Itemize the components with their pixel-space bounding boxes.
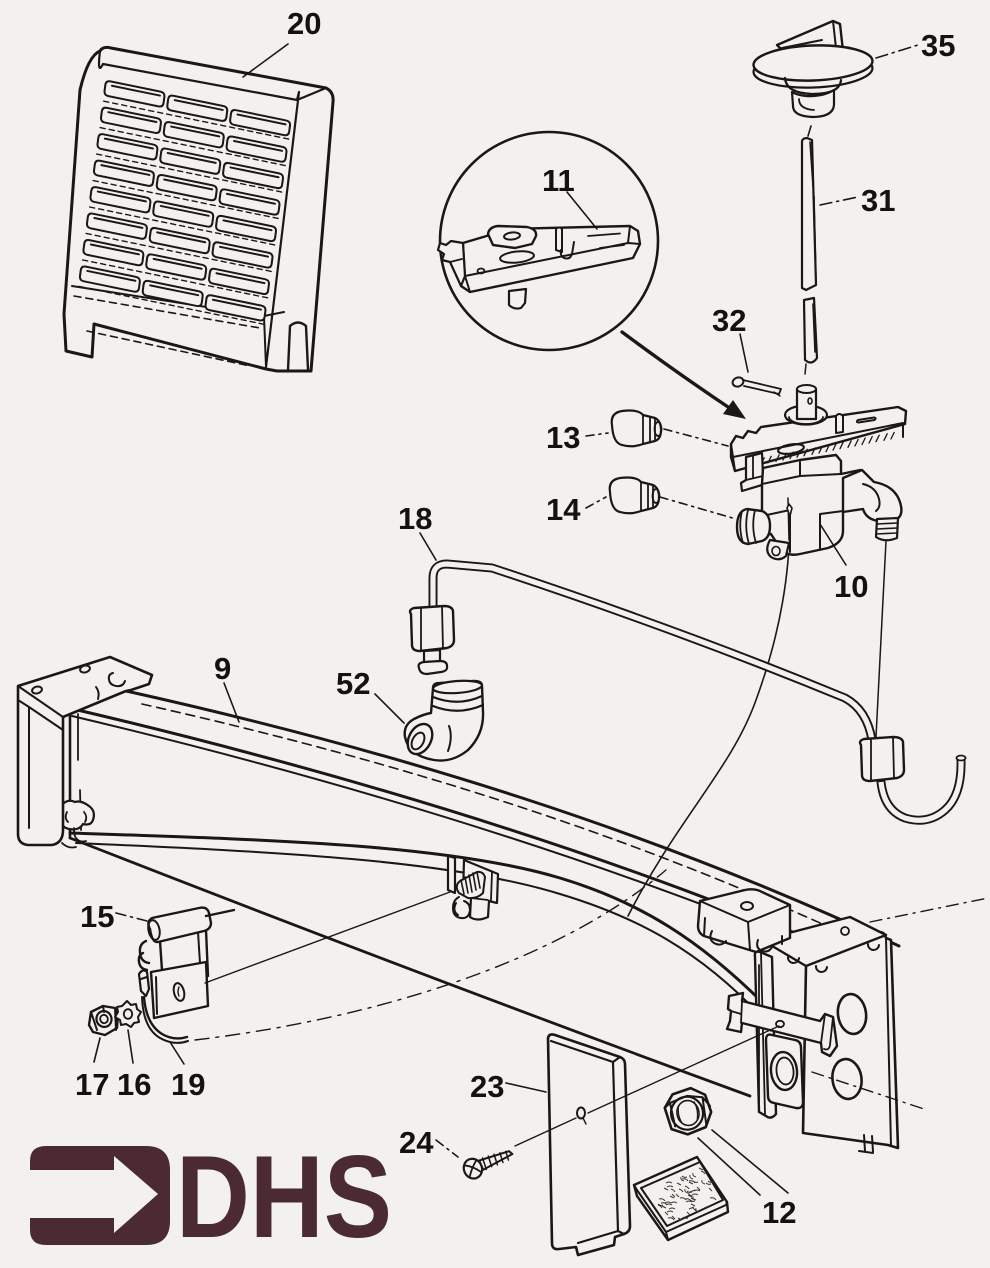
svg-text:9: 9: [214, 651, 231, 686]
svg-text:14: 14: [546, 492, 581, 527]
svg-text:19: 19: [171, 1067, 205, 1102]
svg-text:18: 18: [398, 501, 432, 536]
svg-text:13: 13: [546, 420, 580, 455]
svg-text:12: 12: [762, 1195, 796, 1230]
svg-text:23: 23: [470, 1069, 504, 1104]
svg-text:31: 31: [861, 183, 895, 218]
svg-text:52: 52: [336, 666, 370, 701]
svg-text:11: 11: [542, 163, 575, 198]
svg-text:10: 10: [834, 569, 868, 604]
svg-text:16: 16: [117, 1067, 151, 1102]
svg-text:DHS: DHS: [176, 1131, 392, 1262]
svg-text:17: 17: [75, 1067, 109, 1102]
svg-text:24: 24: [399, 1125, 434, 1160]
svg-text:35: 35: [921, 28, 955, 63]
svg-text:20: 20: [287, 6, 321, 41]
svg-text:15: 15: [80, 899, 114, 934]
svg-text:32: 32: [712, 303, 746, 338]
